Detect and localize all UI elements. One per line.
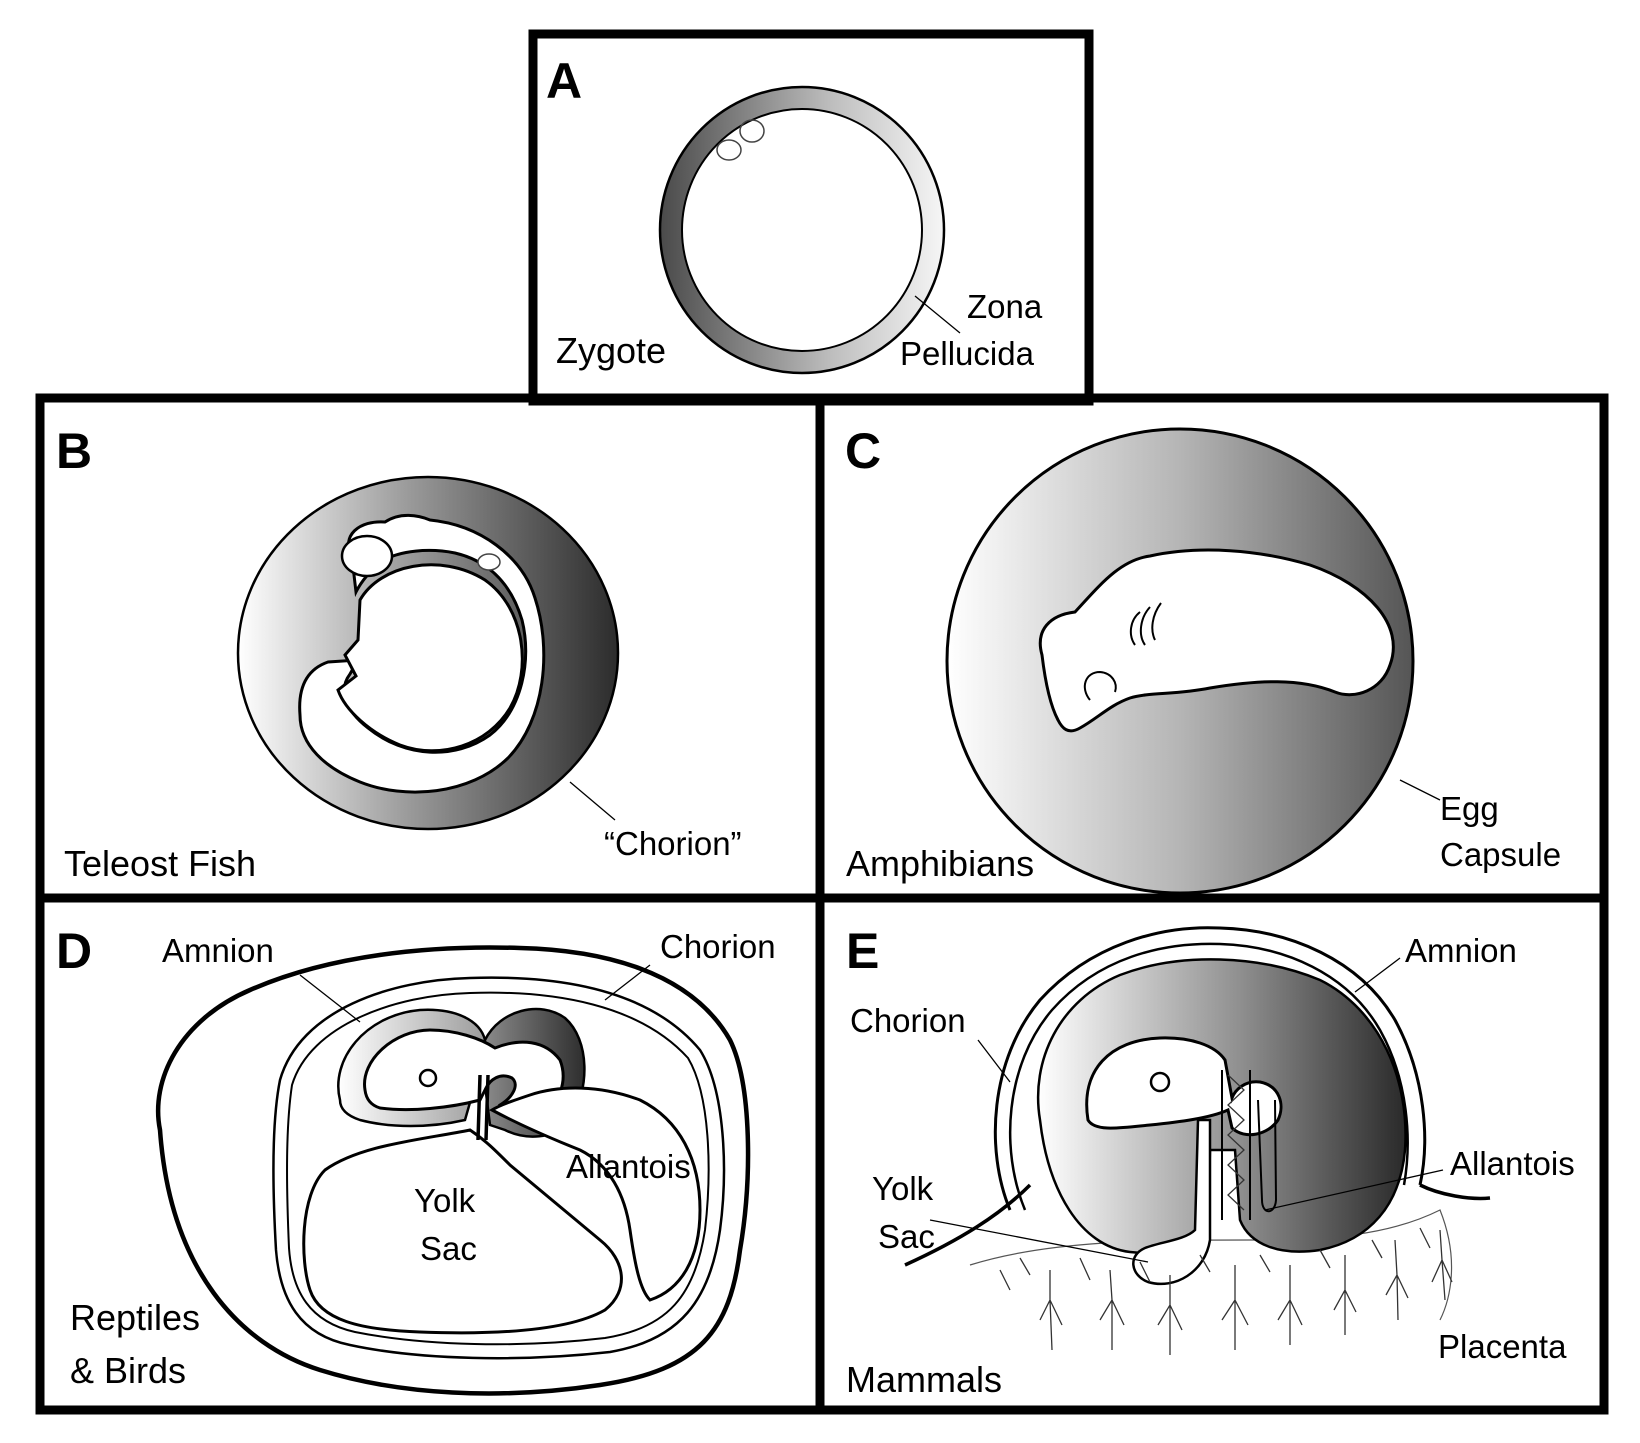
chorion-membrane-inner xyxy=(286,991,710,1346)
teleost-pointer-line xyxy=(569,781,616,821)
yolk-sac-shape xyxy=(302,1128,623,1335)
panel-c-title: Amphibians xyxy=(846,843,1034,884)
mammal-allantois xyxy=(1257,1099,1278,1213)
chorion-pointer-line xyxy=(604,964,651,1001)
pellucida-label: Pellucida xyxy=(900,335,1035,372)
gill-arch-2 xyxy=(1139,606,1151,646)
zygote-cell xyxy=(681,108,923,352)
panel-a-letter: A xyxy=(546,53,582,109)
polar-body-1 xyxy=(716,139,742,161)
amnion-label: Amnion xyxy=(162,932,274,969)
gill-arch-1 xyxy=(1129,611,1141,646)
capsule-label: Capsule xyxy=(1440,836,1561,873)
panel-e-frame xyxy=(815,893,1609,1415)
mammal-allantois-pointer xyxy=(1264,1169,1444,1211)
teleost-yolk xyxy=(336,563,524,753)
amphibian-eye xyxy=(1083,670,1117,701)
sac-label: Sac xyxy=(420,1230,477,1267)
teleost-egg-drawing xyxy=(236,475,620,831)
chorion-label: Chorion xyxy=(660,928,776,965)
zygote-drawing xyxy=(658,85,961,375)
panel-e: E xyxy=(846,923,1575,1400)
panel-d: D Amnion Chorion Allantois Yolk Sac Rept… xyxy=(56,923,776,1396)
panel-b-title: Teleost Fish xyxy=(64,843,256,884)
panel-d-title-line-2: & Birds xyxy=(70,1350,186,1391)
teleost-otic-vesicle xyxy=(477,553,501,571)
mammal-sac-label: Sac xyxy=(878,1218,935,1255)
umbilical-vessels xyxy=(1227,1074,1245,1211)
teleost-eye xyxy=(340,534,394,578)
egg-label: Egg xyxy=(1440,790,1499,827)
panel-c-letter: C xyxy=(845,423,881,479)
allantois-shape xyxy=(489,1086,702,1302)
mammal-amnion-label: Amnion xyxy=(1405,932,1517,969)
mammal-yolk-pointer xyxy=(929,1219,1149,1263)
mammal-embryo-drawing xyxy=(904,926,1491,1355)
mammal-chorion-pointer xyxy=(977,1039,1011,1083)
mammal-embryo xyxy=(1085,1036,1283,1137)
placental-villi xyxy=(999,1227,1453,1355)
panel-a: A Zygote Zona Pellucida xyxy=(546,53,1043,375)
stalk-line-1 xyxy=(476,1074,482,1141)
amniote-egg-drawing xyxy=(155,945,751,1396)
panel-b: B Teleost Fish “Chorion” xyxy=(56,423,742,884)
gill-arch-3 xyxy=(1151,602,1162,641)
allantois-label: Allantois xyxy=(566,1148,691,1185)
panel-c: C Amphibians Egg Capsule xyxy=(845,423,1561,895)
stalk-line-2 xyxy=(484,1074,490,1141)
mammal-allantois-label: Allantois xyxy=(1450,1145,1575,1182)
placenta-label: Placenta xyxy=(1438,1328,1567,1365)
zona-label: Zona xyxy=(967,288,1043,325)
reptile-eye xyxy=(418,1068,438,1088)
panel-d-title-line-1: Reptiles xyxy=(70,1297,200,1338)
panel-d-letter: D xyxy=(56,923,92,979)
mammal-yolk-label: Yolk xyxy=(872,1170,934,1207)
panel-a-title: Zygote xyxy=(556,330,666,371)
uterine-wall-line-right xyxy=(1419,1183,1491,1201)
teleost-chorion-label: “Chorion” xyxy=(604,825,742,862)
zona-pointer-line xyxy=(914,295,961,334)
panel-e-letter: E xyxy=(846,923,879,979)
mammal-eye xyxy=(1149,1071,1171,1093)
capsule-pointer-line xyxy=(1399,779,1441,801)
chorion-inner xyxy=(1008,942,1409,1211)
mammal-chorion-label: Chorion xyxy=(850,1002,966,1039)
amnion-pointer-line xyxy=(299,974,361,1023)
amphibian-egg-drawing xyxy=(945,427,1441,895)
yolk-label: Yolk xyxy=(414,1182,476,1219)
mammal-yolk-sac xyxy=(1132,1118,1212,1286)
panel-b-letter: B xyxy=(56,423,92,479)
mammal-amnion-pointer xyxy=(1354,957,1401,993)
polar-body-2 xyxy=(739,119,765,143)
panel-e-title: Mammals xyxy=(846,1359,1002,1400)
amphibian-embryo xyxy=(1038,548,1395,733)
